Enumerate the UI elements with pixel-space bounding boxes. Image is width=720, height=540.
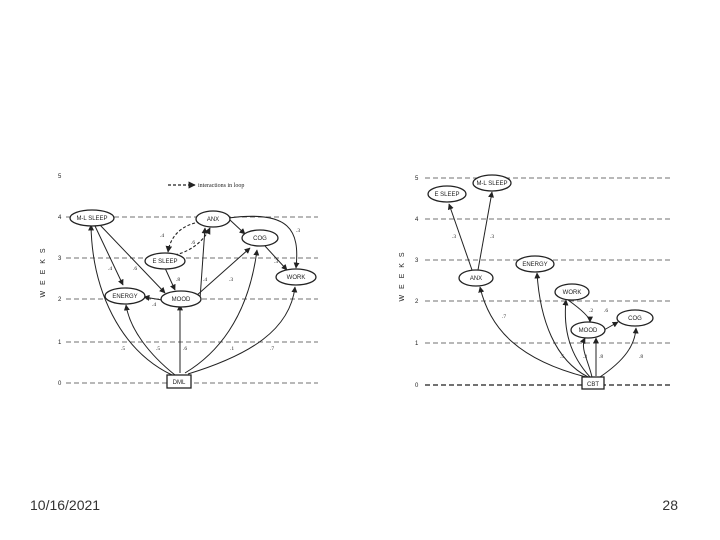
node-energy-right: ENERGY — [522, 262, 547, 268]
right-edge-labels: .3 .3 .7 .2 .6 .5 .3 .8 .8 — [452, 234, 643, 360]
left-edge-label: .8 — [176, 277, 180, 283]
right-edge-label: .2 — [589, 308, 593, 314]
left-tick-3: 3 — [58, 256, 62, 262]
right-edge-label: .8 — [639, 354, 643, 360]
right-edge-label: .6 — [604, 308, 608, 314]
right-edge-label: .3 — [452, 234, 456, 240]
left-edges — [88, 215, 300, 376]
node-work-right: WORK — [563, 290, 582, 296]
left-edge-label: .1 — [230, 346, 234, 352]
node-ml-sleep-left: M-L SLEEP — [76, 216, 107, 222]
node-anx-right: ANX — [470, 276, 482, 282]
left-edge-label: .4 — [160, 233, 164, 239]
node-work-left: WORK — [287, 275, 306, 281]
node-e-sleep-left: E SLEEP — [152, 259, 177, 265]
node-cbt-right: CBT — [587, 382, 599, 388]
right-edge-label: .7 — [502, 314, 506, 320]
right-tick-5: 5 — [415, 176, 419, 182]
right-tick-2: 2 — [415, 299, 419, 305]
right-tick-0: 0 — [415, 383, 419, 389]
right-edge-label: .5 — [560, 354, 564, 360]
slide-date: 10/16/2021 — [30, 497, 101, 513]
node-ml-sleep-right: M-L SLEEP — [476, 181, 507, 187]
left-axis-label: W E E K S — [40, 246, 47, 297]
left-edge-label: .5 — [156, 346, 160, 352]
right-edges — [447, 191, 639, 378]
left-edge-label: .7 — [270, 346, 274, 352]
right-edge-label: .3 — [490, 234, 494, 240]
node-mood-right: MOOD — [579, 328, 598, 334]
left-tick-4: 4 — [58, 215, 62, 221]
left-edge-label: .4 — [152, 302, 156, 308]
left-legend: interactions in loop — [168, 181, 244, 189]
left-legend-label: interactions in loop — [198, 183, 244, 189]
right-tick-1: 1 — [415, 341, 419, 347]
left-loop-edges — [165, 221, 211, 256]
left-edge-label: .3 — [274, 259, 278, 265]
left-diagram: W E E K S 5 4 3 2 1 0 interactions in lo… — [40, 174, 318, 389]
node-anx-left: ANX — [207, 217, 219, 223]
node-dml-left: DML — [173, 380, 186, 386]
node-mood-left: MOOD — [172, 297, 191, 303]
left-tick-5: 5 — [58, 174, 62, 180]
right-nodes — [427, 174, 654, 390]
left-edge-label: .3 — [229, 277, 233, 283]
left-edge-label: .3 — [296, 228, 300, 234]
node-cog-right: COG — [628, 316, 642, 322]
right-tick-3: 3 — [415, 258, 419, 264]
right-edge-label: .3 — [583, 354, 587, 360]
left-tick-1: 1 — [58, 340, 62, 346]
left-edge-label: .4 — [108, 266, 112, 272]
right-diagram: W E E K S 5 4 3 2 1 0 — [399, 174, 672, 390]
slide-page-number: 28 — [662, 497, 678, 513]
node-energy-left: ENERGY — [112, 294, 137, 300]
right-node-labels: M-L SLEEP E SLEEP ANX ENERGY WORK MOOD C… — [434, 181, 642, 388]
left-edge-labels: .3 .4 .6 .4 .6 .8 .4 .3 .4 .3 .5 .5 .6 .… — [108, 228, 300, 352]
left-tick-0: 0 — [58, 381, 62, 387]
left-edge-label: .6 — [191, 240, 195, 246]
left-node-labels: M-L SLEEP ANX COG E SLEEP WORK ENERGY MO… — [76, 216, 305, 386]
right-edge-label: .8 — [599, 354, 603, 360]
right-axis-label: W E E K S — [399, 250, 406, 301]
left-edge-label: .6 — [183, 346, 187, 352]
right-tick-4: 4 — [415, 217, 419, 223]
left-edge-label: .5 — [121, 346, 125, 352]
left-edge-label: .6 — [133, 266, 137, 272]
left-edge-label: .4 — [203, 277, 207, 283]
node-cog-left: COG — [253, 236, 267, 242]
left-tick-2: 2 — [58, 297, 62, 303]
left-nodes — [69, 209, 317, 389]
node-e-sleep-right: E SLEEP — [434, 192, 459, 198]
